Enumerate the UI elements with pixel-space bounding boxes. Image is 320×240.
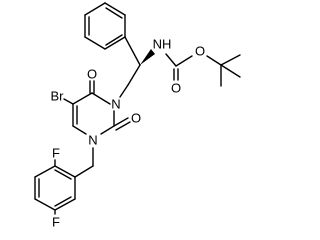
carbamate-carbonyl-oxygen-label: O (171, 81, 181, 96)
bond-tbu-methyl-2 (220, 64, 241, 78)
bond-c2-o (113, 117, 129, 127)
bond-aryl-5 (54, 198, 76, 211)
bond-phenyl-4 (104, 2, 126, 16)
bond-c4-c5 (72, 92, 93, 105)
bond-c5-br (63, 98, 74, 105)
bond-ch2-aryl (74, 165, 94, 178)
ring-nitrogen-n1-label: N (88, 133, 97, 148)
fluorine-top-label: F (52, 146, 60, 161)
carbamate-ester-oxygen-label: O (195, 44, 205, 59)
structure-canvas: Br O N O N F F NH O O (34, 2, 241, 230)
bond-nh-carbonyl (165, 53, 177, 67)
bond-carbonyl-oester (175, 55, 193, 67)
bond-c6-n1 (72, 125, 87, 135)
bond-n3-c4 (91, 92, 111, 105)
bond-n1-c2 (100, 125, 115, 135)
bond-aryl-1-inner (54, 169, 72, 180)
bond-aryl-2 (34, 165, 56, 178)
atom-labels: Br O N O N F F NH O O (51, 37, 206, 230)
bond-phenyl-3 (84, 2, 106, 16)
bond-oester-tbu (206, 55, 222, 66)
bond-aryl-5-inner (54, 196, 72, 207)
ring-carbonyl-oxygen-right-label: O (131, 111, 141, 126)
amine-nh-label: NH (153, 37, 172, 52)
bonds (34, 2, 241, 215)
bond-aryl-4 (34, 198, 56, 211)
bond-tbu-methyl-1 (220, 54, 241, 66)
bond-phenyl-4-inner (105, 7, 123, 19)
bond-chiral-ch2 (127, 64, 141, 86)
bond-c2-o-double (115, 121, 131, 131)
fluorine-bottom-label: F (52, 215, 60, 230)
bond-phenyl-6-inner (105, 34, 123, 46)
bond-phenyl-1 (84, 36, 106, 50)
chemical-structure-diagram: Br O N O N F F NH O O (34, 2, 241, 230)
bromine-label: Br (51, 89, 65, 104)
bond-phenyl-chiral (124, 36, 141, 66)
wedge-bond-chiral-nh (140, 49, 155, 65)
bond-phenyl-6 (104, 36, 126, 50)
bond-aryl-1 (54, 165, 76, 178)
ring-carbonyl-oxygen-top-label: O (87, 67, 97, 82)
bond-ch2-n3 (119, 84, 129, 98)
ring-nitrogen-n3-label: N (111, 97, 120, 112)
